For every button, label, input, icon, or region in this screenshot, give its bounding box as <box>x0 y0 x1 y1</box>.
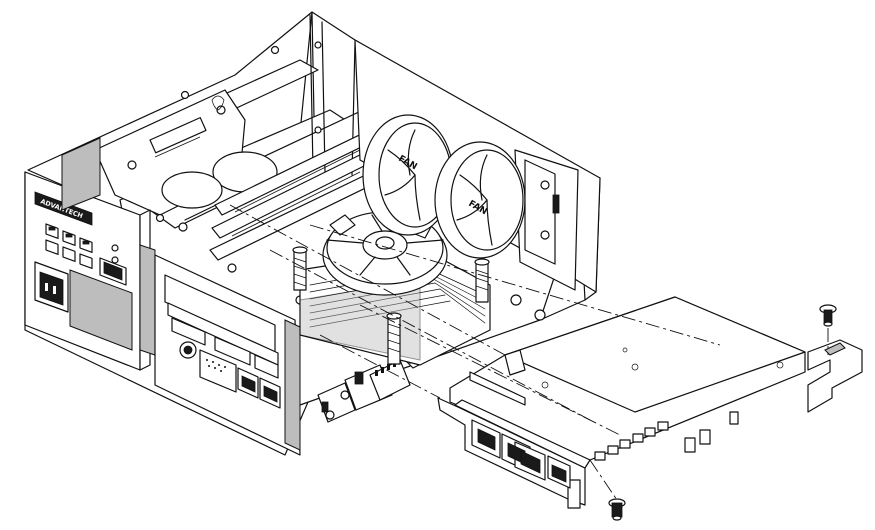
retention-clip-screw <box>819 304 837 327</box>
rear-io-shield <box>154 254 301 456</box>
vga-port-icon <box>199 349 237 393</box>
displayport-icon <box>171 317 206 346</box>
card-lan-ports <box>471 419 571 489</box>
system-fan-2: FAN <box>434 141 526 259</box>
hdmi-port-icon <box>214 336 251 366</box>
system-fans: FAN FAN <box>354 39 601 293</box>
vent-strip <box>139 244 156 356</box>
front-io-panel: ADVANTECH <box>24 137 156 371</box>
card-bracket-screw <box>608 498 626 521</box>
expansion-card <box>437 296 806 521</box>
cpu-heatsink <box>292 211 491 366</box>
system-fan-1: FAN <box>362 114 454 236</box>
card-retention-clip <box>807 304 863 413</box>
front-usb-ports <box>45 223 119 270</box>
card-components <box>594 411 739 461</box>
assembly-guide-lines <box>229 204 829 501</box>
front-vent-grille <box>61 137 133 351</box>
